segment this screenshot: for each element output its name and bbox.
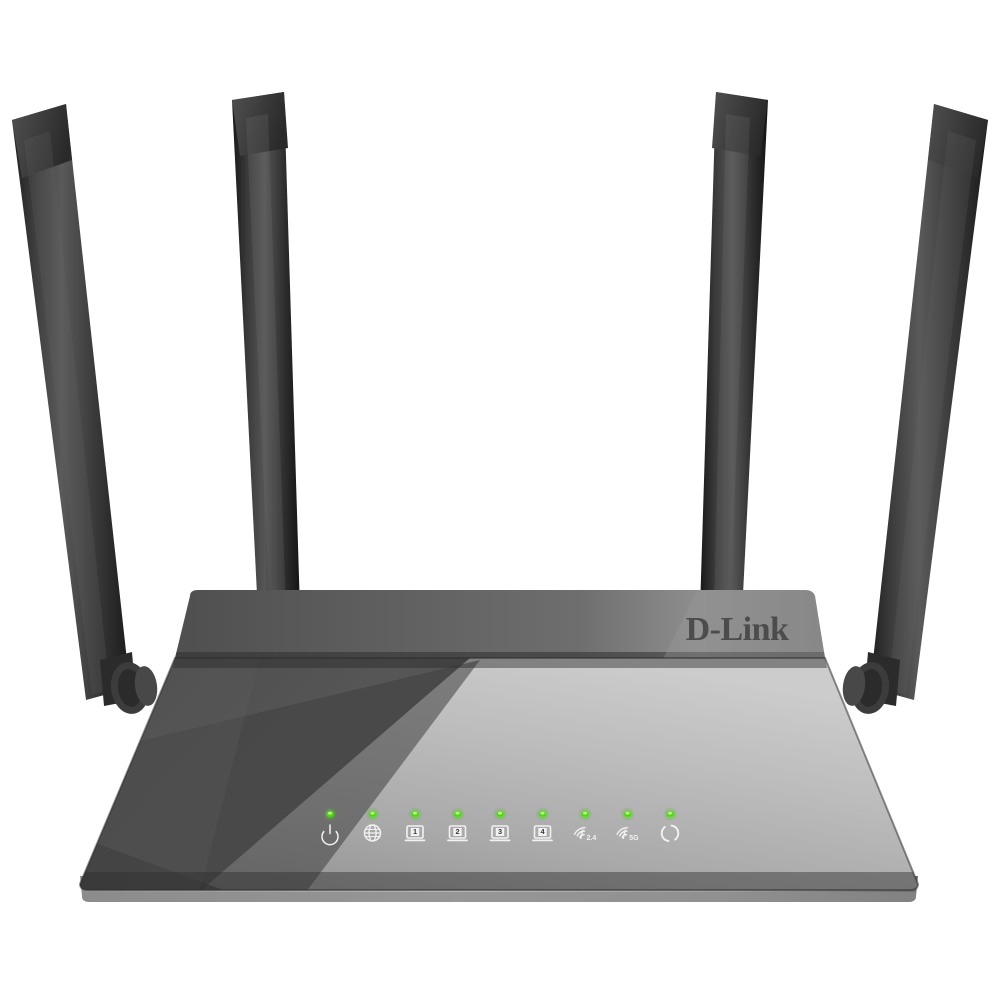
antenna-inner-left [232,92,300,614]
lan-port-icon: 2 [447,825,468,842]
antenna-far-left [12,104,136,706]
antenna-group [12,92,988,714]
wifi-icon: 2.4 [573,827,597,842]
router-body: D-Link 1 2 3 4 2.4 5G [78,590,920,902]
router-top-band: D-Link [175,590,825,658]
led-indicator-lan1: 1 [404,807,426,842]
dlink-logo: D-Link [686,611,789,648]
lan-port-number: 2 [455,827,459,836]
antenna-hinge-right [842,662,890,714]
wifi-icon: 5G [616,827,639,842]
globe-icon [363,824,382,842]
led-indicator-internet [363,807,382,842]
lan-port-number: 3 [498,827,502,836]
led-indicator-wifi5: 5G [616,807,639,842]
antenna-hinge-left [110,662,158,714]
power-icon [321,824,339,846]
router-front-face [78,657,920,891]
lan-port-icon: 4 [532,825,553,842]
led-indicator-panel: 1 2 3 4 2.4 5G [321,807,680,846]
led-indicator-power [321,807,339,846]
antenna-inner-right [700,92,768,614]
wps-icon [660,824,680,842]
wifi-band-label: 5G [629,835,639,842]
lan-port-number: 4 [540,827,545,836]
led-indicator-lan3: 3 [489,807,511,842]
lan-port-number: 1 [413,827,417,836]
led-indicator-wps [660,807,680,842]
lan-port-icon: 3 [489,825,511,842]
antenna-far-right [864,104,988,706]
led-indicator-lan2: 2 [447,807,468,842]
led-indicator-lan4: 4 [532,807,553,842]
led-indicator-wifi24: 2.4 [573,807,597,842]
wifi-band-label: 2.4 [587,835,597,842]
lan-port-icon: 1 [404,825,426,842]
gloss-highlight [190,658,918,890]
